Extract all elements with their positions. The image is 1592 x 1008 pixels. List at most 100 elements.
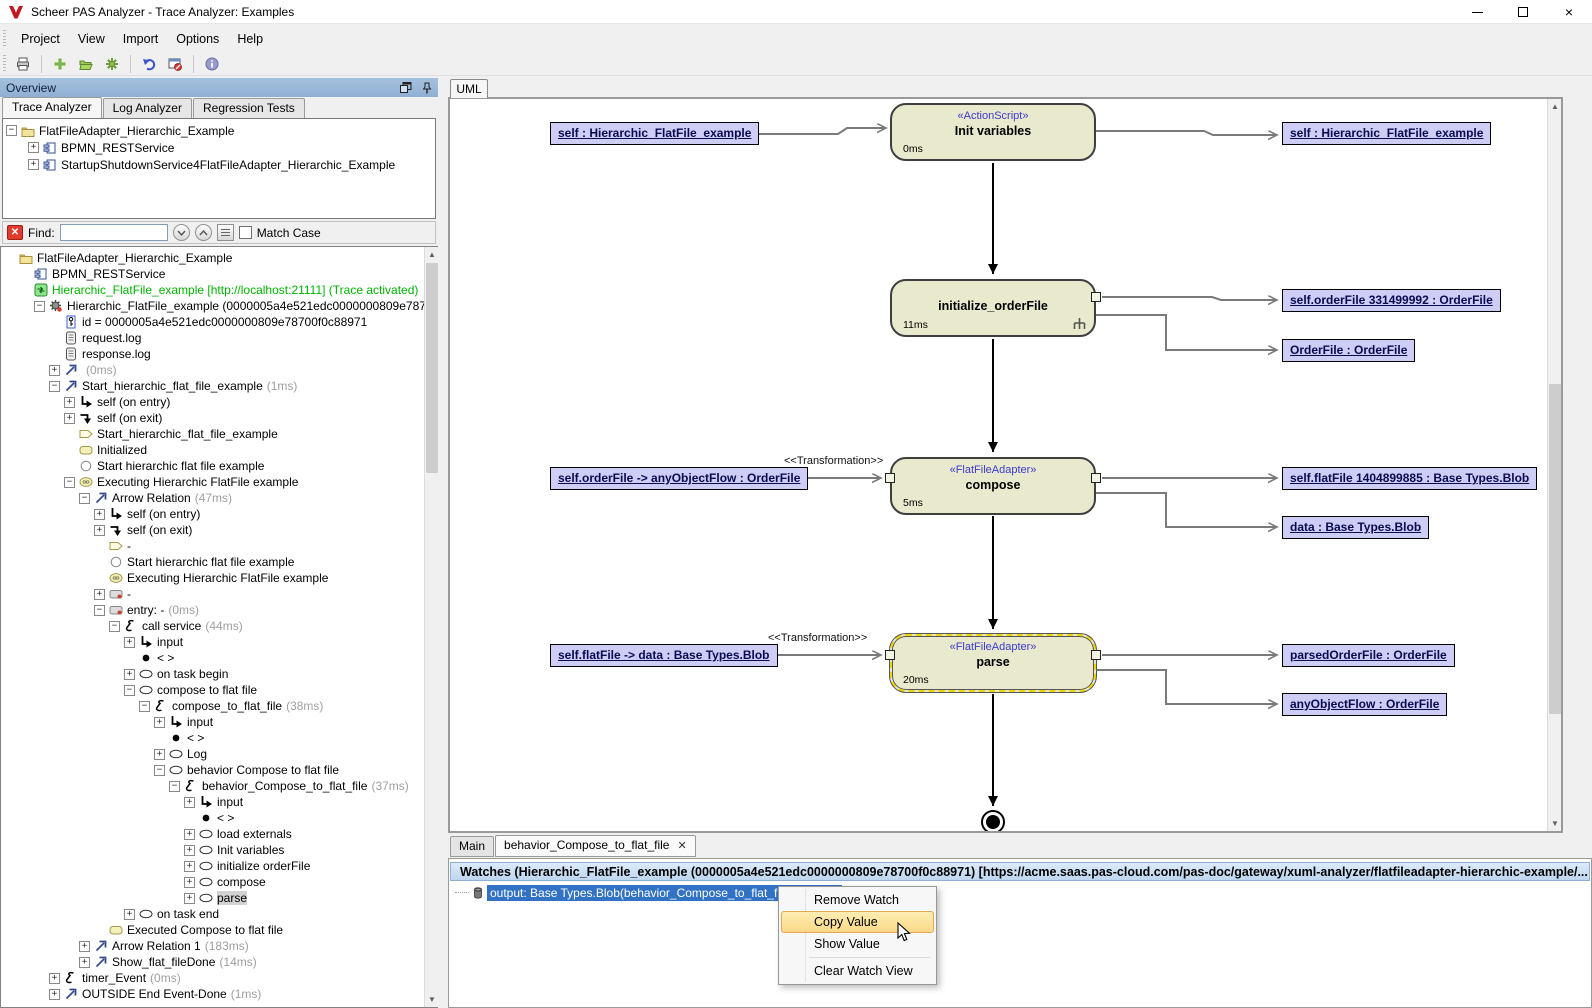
action-node-compose[interactable]: «FlatFileAdapter» compose 5ms (890, 457, 1096, 515)
menu-project[interactable]: Project (12, 28, 69, 50)
expand-icon[interactable]: + (49, 365, 60, 376)
find-input[interactable] (60, 224, 168, 241)
tree-row[interactable]: +input (1, 714, 437, 730)
tree-row[interactable]: +parse (1, 890, 437, 906)
tree-row[interactable]: +FlatFileAdapter_Hierarchic_Example (1, 250, 437, 266)
expand-icon[interactable]: + (124, 909, 135, 920)
action-node-parse[interactable]: «FlatFileAdapter» parse 20ms (890, 634, 1096, 692)
panel-splitter[interactable] (438, 78, 448, 1008)
tree-row[interactable]: +timer_Event(0ms) (1, 970, 437, 986)
tree-row[interactable]: +self (on entry) (1, 506, 437, 522)
undo-icon[interactable] (138, 54, 160, 74)
tree-row[interactable]: +initialize orderFile (1, 858, 437, 874)
tab-behavior_compose_to_flat_file[interactable]: behavior_Compose_to_flat_file✕ (495, 835, 696, 857)
watches-header[interactable]: Watches (Hierarchic_FlatFile_example (00… (450, 862, 1590, 881)
tree-row[interactable]: +Executing Hierarchic FlatFile example (1, 570, 437, 586)
tree-row[interactable]: +self (on exit) (1, 410, 437, 426)
trace-window-icon[interactable] (164, 54, 186, 74)
tree-row[interactable]: −compose to flat file (1, 682, 437, 698)
collapse-icon[interactable]: − (79, 493, 90, 504)
info-icon[interactable] (201, 54, 223, 74)
expand-icon[interactable]: + (184, 797, 195, 808)
object-node-right-2[interactable]: OrderFile : OrderFile (1282, 339, 1415, 362)
collapse-icon[interactable]: − (139, 701, 150, 712)
object-node-left-0[interactable]: self : Hierarchic_FlatFile_example (550, 122, 759, 145)
tab-regression-tests[interactable]: Regression Tests (193, 98, 305, 118)
collapse-icon[interactable]: − (94, 605, 105, 616)
expand-icon[interactable]: + (94, 509, 105, 520)
collapse-icon[interactable]: − (154, 765, 165, 776)
tree-row[interactable]: +Log (1, 746, 437, 762)
object-node-left-1[interactable]: self.orderFile -> anyObjectFlow : OrderF… (550, 467, 808, 490)
expand-icon[interactable]: + (49, 989, 60, 1000)
menu-item-remove-watch[interactable]: Remove Watch (781, 889, 934, 911)
find-next-button[interactable] (173, 224, 190, 241)
tab-trace-analyzer[interactable]: Trace Analyzer (2, 97, 102, 118)
expand-icon[interactable]: + (184, 893, 195, 904)
tree-row[interactable]: +Start hierarchic flat file example (1, 554, 437, 570)
expand-icon[interactable]: + (124, 637, 135, 648)
expand-icon[interactable]: + (184, 877, 195, 888)
tree-row[interactable]: −Hierarchic_FlatFile_example (0000005a4e… (1, 298, 437, 314)
expand-icon[interactable]: + (49, 973, 60, 984)
expand-icon[interactable]: + (154, 717, 165, 728)
expand-icon[interactable]: + (64, 397, 75, 408)
menu-import[interactable]: Import (114, 28, 167, 50)
tree-row[interactable]: +StartupShutdownService4FlatFileAdapter_… (3, 156, 435, 173)
object-node-left-2[interactable]: self.flatFile -> data : Base Types.Blob (550, 644, 778, 667)
tree-row[interactable]: +Arrow Relation 1(183ms) (1, 938, 437, 954)
object-node-right-4[interactable]: data : Base Types.Blob (1282, 516, 1429, 539)
tree-row[interactable]: −FlatFileAdapter_Hierarchic_Example (3, 122, 435, 139)
add-icon[interactable] (49, 54, 71, 74)
tree-row[interactable]: +Start_hierarchic_flat_file_example (1, 426, 437, 442)
tree-row[interactable]: +response.log (1, 346, 437, 362)
open-icon[interactable] (75, 54, 97, 74)
expand-icon[interactable]: + (28, 159, 39, 170)
tree-row[interactable]: +BPMN_RESTService (1, 266, 437, 282)
object-node-right-3[interactable]: self.flatFile 1404899885 : Base Types.Bl… (1282, 467, 1537, 490)
tree-row[interactable]: +BPMN_RESTService (3, 139, 435, 156)
tab-log-analyzer[interactable]: Log Analyzer (103, 98, 192, 118)
tree-row[interactable]: +Start hierarchic flat file example (1, 458, 437, 474)
print-icon[interactable] (12, 54, 34, 74)
tree-row[interactable]: −entry: -(0ms) (1, 602, 437, 618)
collapse-icon[interactable]: − (49, 381, 60, 392)
action-node-initialize-orderfile[interactable]: initialize_orderFile 11ms (890, 279, 1096, 337)
tree-row[interactable]: +compose (1, 874, 437, 890)
object-node-right-0[interactable]: self : Hierarchic_FlatFile_example (1282, 122, 1491, 145)
tree-row[interactable]: +Init variables (1, 842, 437, 858)
menu-view[interactable]: View (69, 28, 114, 50)
close-tab-icon[interactable]: ✕ (677, 839, 686, 852)
tree-row[interactable]: +< > (1, 810, 437, 826)
diagram-scrollbar[interactable]: ▲ ▼ (1547, 99, 1561, 831)
tree-row[interactable]: +on task end (1, 906, 437, 922)
close-button[interactable]: × (1546, 0, 1592, 24)
tree-row[interactable]: +(0ms) (1, 362, 437, 378)
tree-row[interactable]: +input (1, 634, 437, 650)
tree-row[interactable]: −compose_to_flat_file(38ms) (1, 698, 437, 714)
tab-uml[interactable]: UML (450, 79, 488, 98)
tab-main[interactable]: Main (450, 836, 494, 857)
collapse-icon[interactable]: − (169, 781, 180, 792)
collapse-icon[interactable]: − (109, 621, 120, 632)
tree-row[interactable]: +Initialized (1, 442, 437, 458)
tree-row[interactable]: −call service(44ms) (1, 618, 437, 634)
object-node-right-6[interactable]: anyObjectFlow : OrderFile (1282, 693, 1447, 716)
tree-row[interactable]: −Start_hierarchic_flat_file_example(1ms) (1, 378, 437, 394)
tree-row[interactable]: +- (1, 538, 437, 554)
tree-row[interactable]: +< > (1, 730, 437, 746)
pin-panel-icon[interactable] (422, 82, 432, 94)
float-panel-icon[interactable] (400, 82, 412, 93)
tree-row[interactable]: +request.log (1, 330, 437, 346)
menu-help[interactable]: Help (228, 28, 272, 50)
tree-row[interactable]: +< > (1, 650, 437, 666)
expand-icon[interactable]: + (79, 941, 90, 952)
find-close-button[interactable]: ✕ (7, 225, 23, 240)
tree-scrollbar[interactable]: ▲ ▼ (424, 247, 438, 1007)
expand-icon[interactable]: + (184, 829, 195, 840)
tree-row[interactable]: +Executed Compose to flat file (1, 922, 437, 938)
scroll-down-icon[interactable]: ▼ (1548, 816, 1562, 831)
tree-row[interactable]: +OUTSIDE End Event-Done(1ms) (1, 986, 437, 1002)
menu-item-clear-watch-view[interactable]: Clear Watch View (781, 960, 934, 982)
object-node-right-1[interactable]: self.orderFile 331499992 : OrderFile (1282, 289, 1501, 312)
